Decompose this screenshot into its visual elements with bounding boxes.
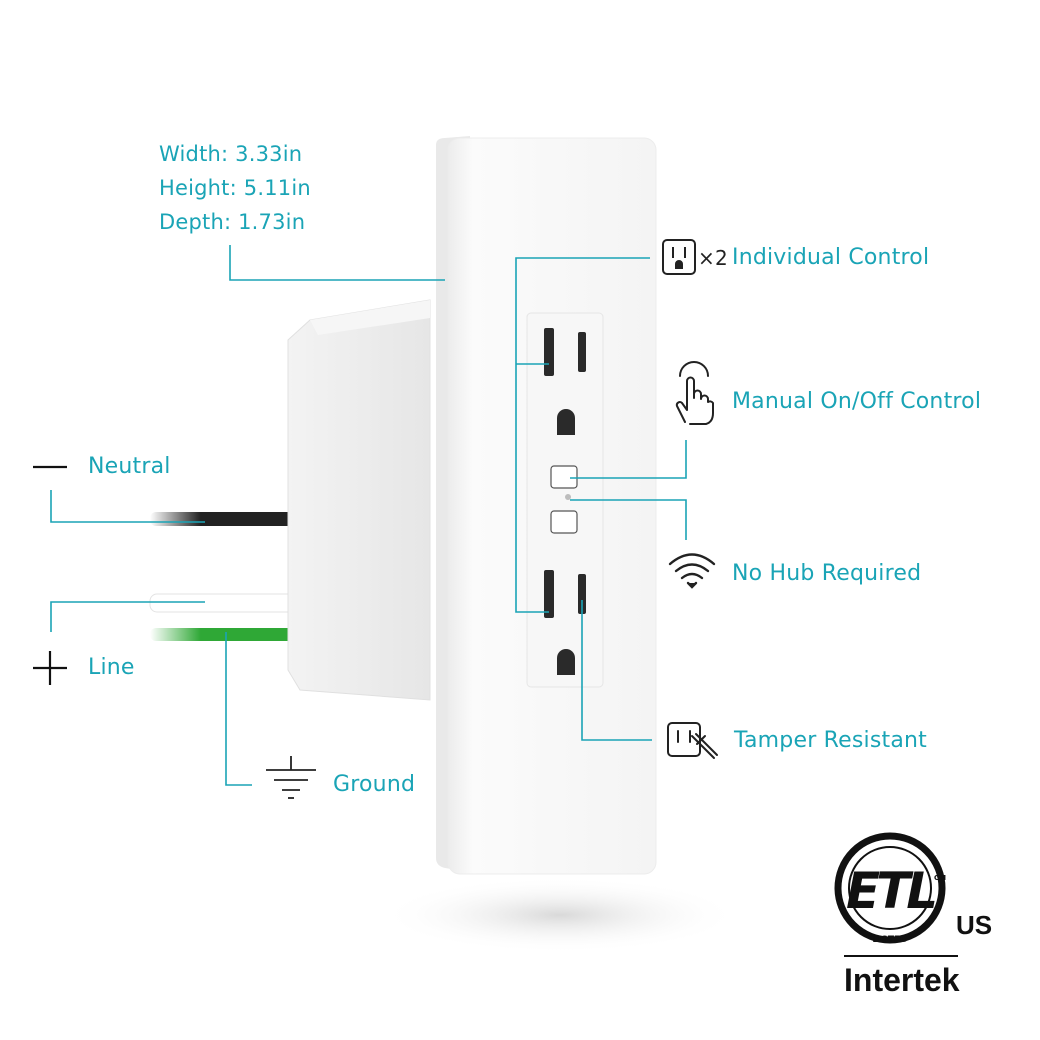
lower-ground-hole: [557, 649, 575, 675]
tamper-resistant-callout-line: [581, 600, 652, 741]
status-led: [565, 494, 571, 500]
etl-listed-text: LISTED: [872, 935, 907, 945]
upper-outlet-button[interactable]: [550, 465, 578, 489]
ground-icon: [266, 756, 316, 799]
lower-outlet-button[interactable]: [550, 510, 578, 534]
wire-label-line: Line: [88, 655, 135, 680]
dimension-width: Width: 3.33in: [159, 142, 303, 166]
intertek-text: Intertek: [844, 962, 960, 998]
lower-slot-left: [544, 570, 554, 618]
etl-cm-text: CM: [934, 874, 946, 882]
feature-manual-control: Manual On/Off Control: [732, 389, 982, 414]
ground-wire: [150, 628, 295, 641]
wires: [149, 512, 296, 641]
hand-tap-icon: [675, 361, 714, 425]
etl-us-text: US: [956, 910, 992, 940]
lower-slot-right: [578, 574, 586, 614]
feature-tamper-resistant: Tamper Resistant: [734, 728, 927, 753]
upper-slot-right: [578, 332, 586, 372]
tamper-resistant-outlet-icon: [667, 722, 718, 759]
dimension-depth: Depth: 1.73in: [159, 210, 306, 234]
wifi-icon: [668, 553, 716, 589]
feature-individual-control: Individual Control: [732, 245, 930, 270]
wire-label-neutral: Neutral: [88, 454, 171, 479]
receptacle-face: [526, 312, 604, 688]
etl-certification-logo: ETL LISTED CM US Intertek: [834, 832, 992, 998]
neutral-wire: [150, 512, 295, 526]
product-shadow: [380, 877, 740, 953]
outlet-icon: [662, 239, 696, 275]
wire-label-ground: Ground: [333, 772, 416, 797]
dimension-height: Height: 5.11in: [159, 176, 311, 200]
no-hub-callout-line: [570, 499, 687, 540]
neutral-callout-line: [50, 490, 205, 523]
etl-mark-text: ETL: [846, 862, 935, 920]
dimensions-callout-line: [229, 245, 445, 281]
device-body: [287, 299, 431, 701]
line-wire: [149, 593, 296, 613]
upper-slot-left: [544, 328, 554, 376]
ground-callout-line: [225, 632, 252, 786]
feature-no-hub: No Hub Required: [732, 561, 922, 586]
upper-ground-hole: [557, 409, 575, 435]
callout-lines: [50, 245, 687, 786]
outlet-multiplier: ×2: [698, 246, 728, 270]
manual-control-callout-line: [570, 440, 687, 479]
line-plus-icon: [33, 651, 67, 685]
line-callout-line: [50, 601, 205, 632]
individual-control-callout-line: [515, 257, 650, 613]
